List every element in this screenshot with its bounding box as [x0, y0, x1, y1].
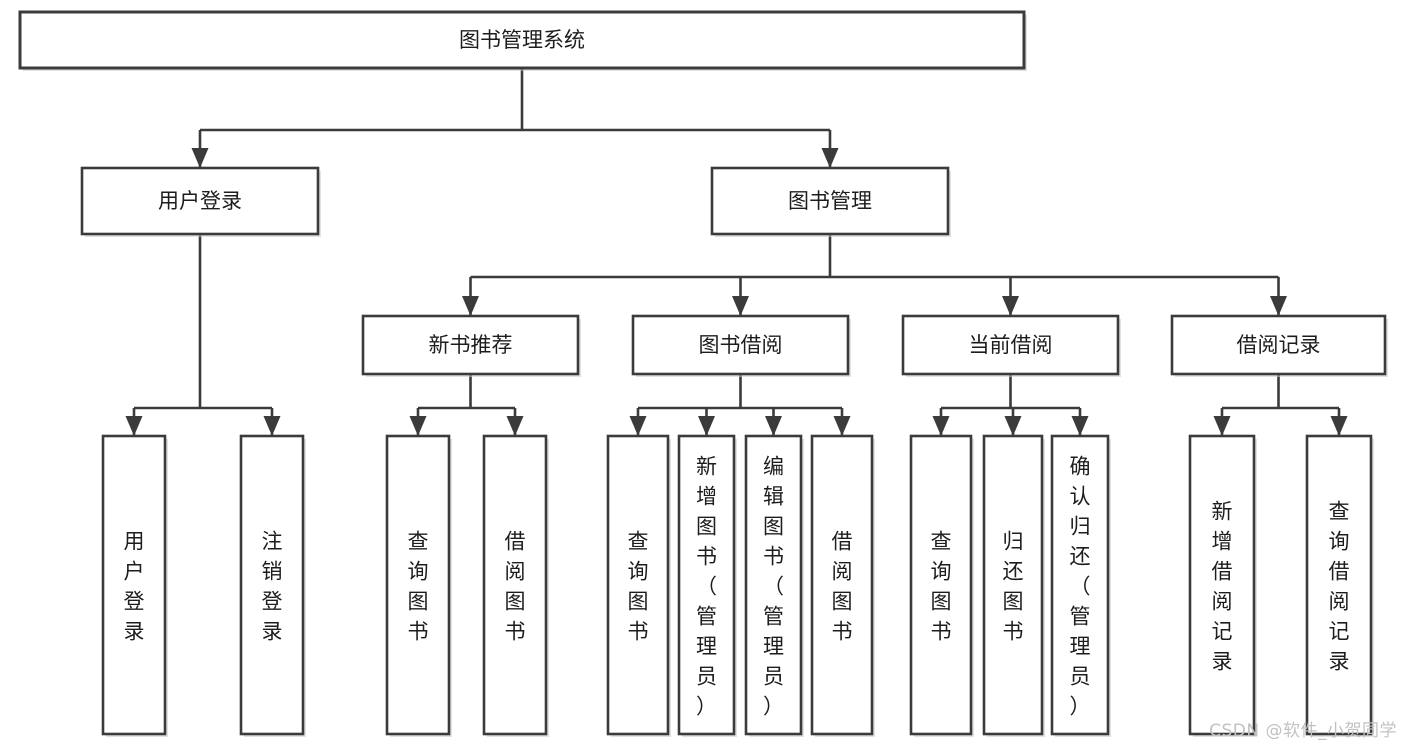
leaf-label: 确认归还（管理员）: [1070, 454, 1091, 718]
connector-arrowhead: [1004, 416, 1022, 436]
connector-arrowhead: [1071, 416, 1089, 436]
connector-arrowhead: [821, 148, 839, 168]
node-leaf-1[interactable]: 注销登录: [239, 434, 306, 737]
connector-arrowhead: [698, 416, 715, 436]
watermark-text: CSDN @软件_小贺同学: [1209, 721, 1397, 741]
leaf-label: 用户登录: [124, 529, 145, 643]
node-rect[interactable]: [677, 434, 736, 736]
node-level3-0[interactable]: 新书推荐: [361, 314, 581, 377]
node-rect[interactable]: [385, 434, 451, 736]
node-leaf-8[interactable]: 查询图书: [909, 434, 974, 737]
node-leaf-4[interactable]: 查询图书: [606, 434, 671, 737]
leaf-label: 借阅图书: [832, 529, 853, 643]
node-leaf-0[interactable]: 用户登录: [101, 434, 168, 737]
node-leaf-9[interactable]: 归还图书: [982, 434, 1045, 737]
leaf-label: 查询图书: [408, 529, 429, 643]
node-rect[interactable]: [982, 434, 1044, 736]
node-label: 图书管理: [788, 189, 872, 213]
node-rect[interactable]: [1188, 434, 1256, 736]
node-leaf-3[interactable]: 借阅图书: [482, 434, 549, 737]
connector-arrowhead: [462, 296, 479, 316]
node-rect[interactable]: [80, 166, 320, 236]
connector-arrowhead: [125, 416, 143, 436]
node-rect[interactable]: [909, 434, 973, 736]
node-rect[interactable]: [1050, 434, 1110, 736]
node-level3-1[interactable]: 图书借阅: [631, 314, 851, 377]
node-rect[interactable]: [101, 434, 167, 736]
leaf-label: 新增借阅记录: [1212, 499, 1233, 673]
leaf-label: 新增图书（管理员）: [696, 454, 717, 718]
node-rect[interactable]: [810, 434, 874, 736]
node-rect[interactable]: [361, 314, 580, 376]
connector-arrowhead: [191, 148, 209, 168]
node-rect[interactable]: [1170, 314, 1387, 376]
connector-arrowhead: [1270, 296, 1287, 316]
node-level3-2[interactable]: 当前借阅: [901, 314, 1121, 377]
leaf-label: 编辑图书（管理员）: [763, 454, 784, 718]
node-layer: 图书管理系统用户登录图书管理新书推荐图书借阅当前借阅借阅记录用户登录注销登录查询…: [18, 10, 1388, 737]
node-label: 当前借阅: [969, 333, 1053, 357]
node-leaf-5[interactable]: 新增图书（管理员）: [677, 434, 737, 737]
connector-arrowhead: [765, 416, 782, 436]
connector-arrowhead: [263, 416, 281, 436]
node-rect[interactable]: [1305, 434, 1373, 736]
node-rect[interactable]: [744, 434, 803, 736]
connector-arrowhead: [1330, 416, 1348, 436]
node-level2-1[interactable]: 图书管理: [710, 166, 951, 237]
node-leaf-10[interactable]: 确认归还（管理员）: [1050, 434, 1111, 737]
leaf-label: 查询借阅记录: [1329, 499, 1350, 673]
leaf-label: 查询图书: [931, 529, 952, 643]
leaf-label: 注销登录: [262, 529, 283, 643]
connector-arrowhead: [1002, 296, 1019, 316]
node-rect[interactable]: [482, 434, 548, 736]
node-level3-3[interactable]: 借阅记录: [1170, 314, 1388, 377]
leaf-label: 归还图书: [1003, 529, 1024, 643]
node-label: 借阅记录: [1237, 333, 1321, 357]
node-rect[interactable]: [606, 434, 670, 736]
node-label: 图书管理系统: [459, 28, 585, 52]
node-label: 用户登录: [158, 189, 242, 213]
node-rect[interactable]: [631, 314, 850, 376]
node-label: 图书借阅: [699, 333, 783, 357]
node-leaf-12[interactable]: 查询借阅记录: [1305, 434, 1374, 737]
node-leaf-6[interactable]: 编辑图书（管理员）: [744, 434, 804, 737]
connector-arrowhead: [409, 416, 427, 436]
node-rect[interactable]: [239, 434, 305, 736]
leaf-label: 借阅图书: [505, 529, 526, 643]
connector-arrowhead: [1213, 416, 1231, 436]
node-leaf-2[interactable]: 查询图书: [385, 434, 452, 737]
node-root[interactable]: 图书管理系统: [18, 10, 1027, 71]
node-label: 新书推荐: [429, 333, 513, 357]
connector-arrowhead: [932, 416, 950, 436]
connector-arrowhead: [506, 416, 524, 436]
node-leaf-7[interactable]: 借阅图书: [810, 434, 875, 737]
leaf-label: 查询图书: [628, 529, 649, 643]
connector-layer: [125, 68, 1348, 436]
connector-arrowhead: [629, 416, 647, 436]
connector-arrowhead: [732, 296, 749, 316]
node-rect[interactable]: [710, 166, 950, 236]
connector-arrowhead: [833, 416, 851, 436]
node-rect[interactable]: [901, 314, 1120, 376]
node-rect[interactable]: [18, 10, 1026, 70]
node-level2-0[interactable]: 用户登录: [80, 166, 321, 237]
node-leaf-11[interactable]: 新增借阅记录: [1188, 434, 1257, 737]
